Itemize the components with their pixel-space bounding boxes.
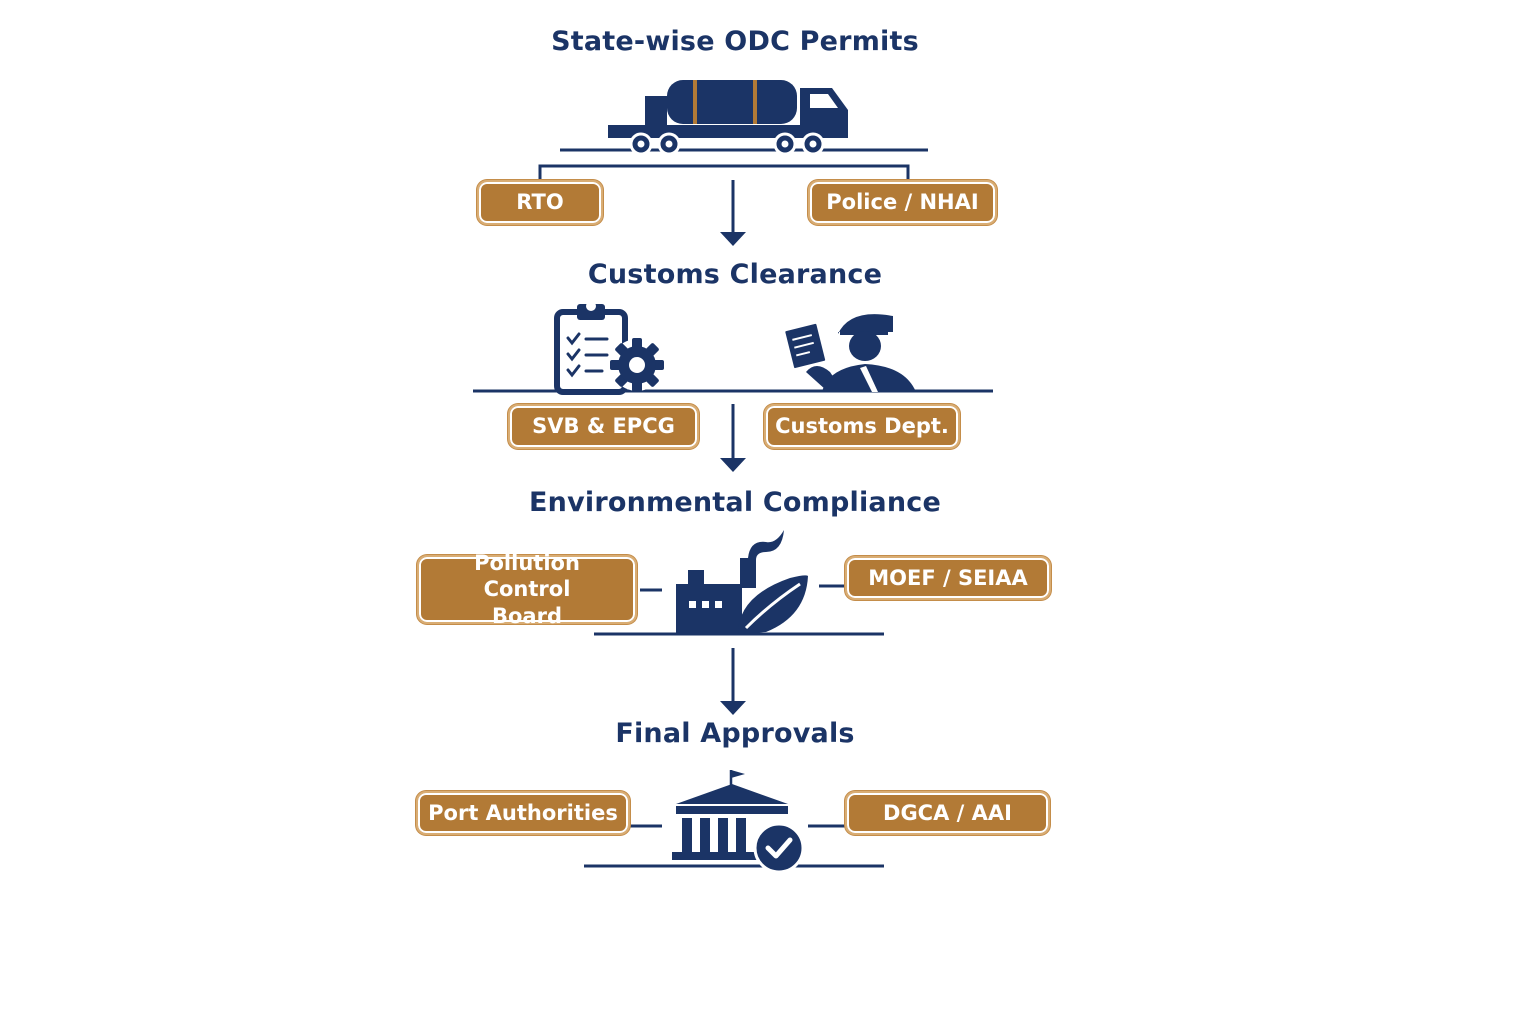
government-building-check-icon [672,770,805,874]
authority-label: Police / NHAI [826,190,979,215]
stage-title-environmental-compliance: Environmental Compliance [529,487,941,518]
authority-label: Customs Dept. [775,414,949,439]
stage-title-customs-clearance: Customs Clearance [587,259,883,290]
authority-label: DGCA / AAI [883,800,1012,825]
truck-icon [608,80,848,156]
clipboard-gear-icon [554,301,664,395]
factory-leaf-icon [676,530,808,634]
stage-title-odc-permits: State-wise ODC Permits [551,26,919,57]
authority-moef-seiaa: MOEF / SEIAA [845,556,1051,600]
stage-title-final-approvals: Final Approvals [615,718,855,749]
arrow-3-head [720,701,746,715]
authority-police-nhai: Police / NHAI [808,180,997,225]
authority-customs-dept: Customs Dept. [764,404,960,449]
officer-icon [783,314,916,392]
authority-svb-epcg: SVB & EPCG [508,404,699,449]
authority-port-authorities: Port Authorities [416,791,630,835]
authority-label: RTO [516,190,564,215]
authority-pollution-control-board: Pollution Control Board [417,551,637,628]
arrow-2-head [720,458,746,472]
authority-label: MOEF / SEIAA [868,565,1028,590]
arrow-1-head [720,232,746,246]
authority-label: Pollution Control Board [474,551,580,628]
authority-rto: RTO [477,180,603,225]
authority-label: SVB & EPCG [532,414,675,439]
authority-label: Port Authorities [428,800,618,825]
stage1-branch-line [538,164,910,180]
authority-dgca-aai: DGCA / AAI [845,791,1050,835]
